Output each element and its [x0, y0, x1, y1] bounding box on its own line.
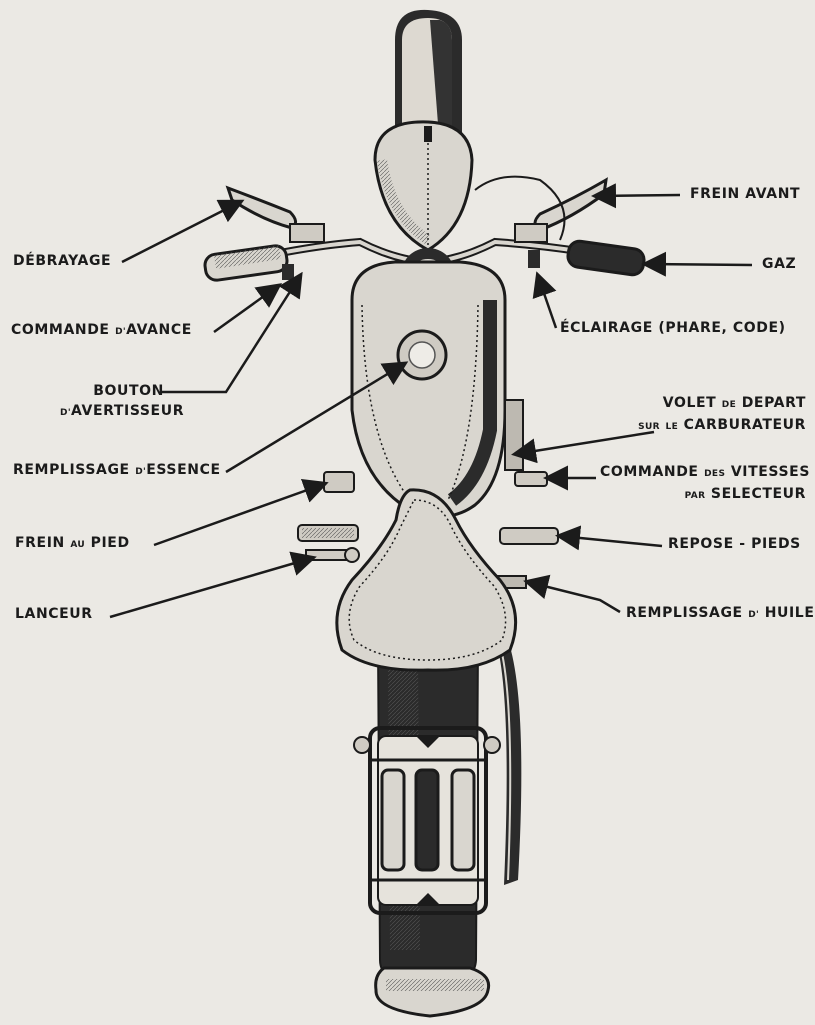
label-volet-line1-a: VOLET	[663, 395, 717, 411]
label-bouton-small: D'	[60, 408, 71, 418]
gear-selector	[515, 472, 547, 486]
label-volet-line2-small-a: SUR	[638, 422, 660, 432]
label-volet-line2: CARBURATEUR	[684, 417, 806, 433]
label-repose-pieds: REPOSE - PIEDS	[668, 536, 801, 553]
label-huile-tail: HUILE	[765, 605, 815, 621]
label-frein-pied-small: AU	[70, 540, 85, 550]
label-essence-main: REMPLISSAGE	[13, 462, 130, 478]
label-vitesses-line1-small: DES	[704, 469, 725, 479]
label-vitesses-line2-small: PAR	[685, 491, 706, 501]
label-remplissage-essence: REMPLISSAGE D'ESSENCE	[13, 462, 221, 481]
label-volet-line1-small: DE	[722, 400, 736, 410]
label-remplissage-huile: REMPLISSAGE D' HUILE	[626, 605, 814, 624]
label-commande-avance: COMMANDE D'AVANCE	[11, 322, 192, 341]
label-eclairage: ÉCLAIRAGE (PHARE, CODE)	[560, 320, 786, 337]
label-commande-avance-main: COMMANDE	[11, 322, 110, 338]
label-bouton-line2: AVERTISSEUR	[71, 403, 184, 419]
label-essence-small: D'	[135, 467, 146, 477]
rear-brake-pedal	[324, 472, 354, 492]
left-footrest	[298, 525, 358, 541]
label-debrayage: DÉBRAYAGE	[13, 253, 111, 270]
label-volet-depart: VOLET DE DEPART SUR LE CARBURATEUR	[606, 393, 806, 437]
carburetor-choke	[505, 400, 523, 470]
label-vitesses-line1-b: VITESSES	[731, 464, 810, 480]
label-bouton-avertisseur: BOUTON D'AVERTISSEUR	[60, 381, 164, 423]
label-commande-avance-tail: AVANCE	[126, 322, 192, 338]
label-frein-avant: FREIN AVANT	[690, 186, 800, 203]
label-frein-pied: FREIN AU PIED	[15, 535, 130, 554]
leader-gaz	[646, 264, 752, 265]
label-frein-pied-b: PIED	[91, 535, 130, 551]
label-frein-pied-a: FREIN	[15, 535, 65, 551]
label-vitesses-line2: SELECTEUR	[711, 486, 806, 502]
label-huile-main: REMPLISSAGE	[626, 605, 743, 621]
fuel-cap	[398, 331, 446, 379]
label-volet-line2-small-b: LE	[666, 422, 679, 432]
label-commande-vitesses: COMMANDE DES VITESSES PAR SELECTEUR	[600, 462, 806, 506]
label-bouton-line1: BOUTON	[60, 381, 164, 401]
label-volet-line1-b: DEPART	[742, 395, 806, 411]
fuel-tank	[352, 262, 505, 516]
kick-starter	[306, 548, 359, 562]
label-essence-tail: ESSENCE	[146, 462, 220, 478]
label-gaz: GAZ	[762, 256, 796, 273]
label-commande-avance-small: D'	[115, 327, 126, 337]
right-footrest	[500, 528, 558, 544]
label-vitesses-line1-a: COMMANDE	[600, 464, 699, 480]
leader-frein-avant	[596, 195, 680, 196]
label-huile-small: D'	[748, 610, 759, 620]
label-lanceur: LANCEUR	[15, 606, 93, 623]
